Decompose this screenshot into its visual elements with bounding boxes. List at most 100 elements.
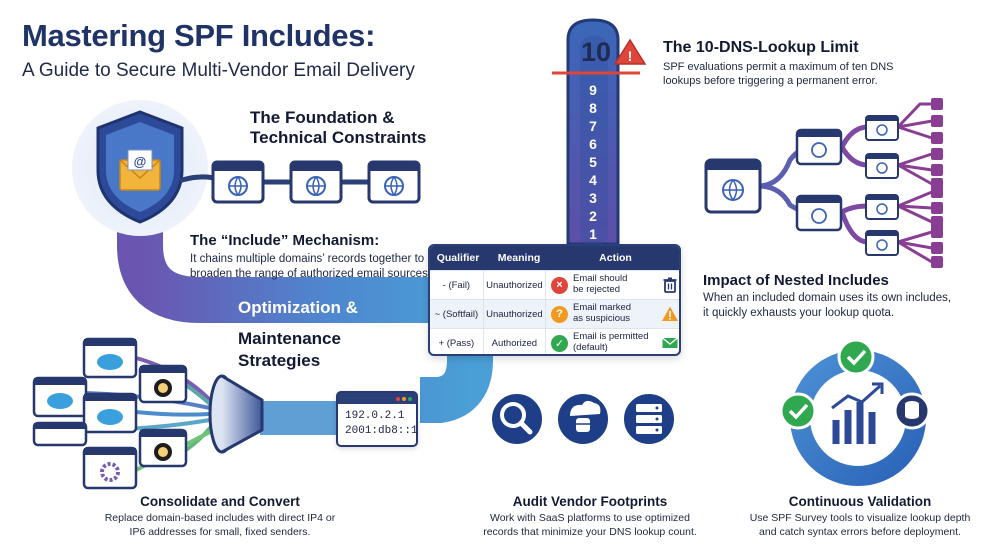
ip-card-titlebar [338,393,416,404]
question-icon: ? [551,305,568,323]
strategies-line2: Maintenance [238,329,341,348]
browser-window-1 [211,160,265,204]
column-header-meaning: Meaning [497,252,541,264]
funnel-icon [208,374,264,454]
qualifier-cell: + (Pass) [438,337,475,349]
include-desc-line1: It chains multiple domains’ records toge… [190,253,425,265]
tick-label: 5 [589,154,597,170]
action-line2: (default) [573,342,608,353]
trash-icon [663,277,677,293]
column-header-action: Action [599,252,632,264]
nested-level1-windows [795,128,843,232]
action-line1: Email marked [573,302,632,314]
validation-desc-line1: Use SPF Survey tools to visualize lookup… [749,512,971,524]
table-row: ~ (Softfail) Unauthorized ? Email marked… [430,299,679,328]
svg-text:!: ! [628,48,633,64]
include-desc-line2: broaden the range of authorized email so… [190,267,432,280]
nested-includes-desc: When an included domain uses its own inc… [703,291,951,321]
envelope-icon [662,337,678,348]
tick-label: 3 [589,190,597,206]
action-line1: Email is permitted [573,331,649,343]
consolidate-desc-line1: Replace domain-based includes with direc… [104,512,336,524]
column-header-qualifier: Qualifier [436,252,480,264]
consolidate-desc-line2: IP6 addresses for small, fixed senders. [129,525,311,538]
thermometer-scale: 9 8 7 6 5 4 3 2 1 [583,82,603,244]
foundation-heading-line1: The Foundation & [250,108,395,127]
ip-address-card: 192.0.2.1 2001:db8::1 [336,391,418,447]
warning-triangle-icon: ! [613,38,647,65]
audit-desc: Work with SaaS platforms to use optimize… [455,512,725,539]
foundation-heading-line2: Technical Constraints [250,128,427,148]
nested-desc-line1: When an included domain uses its own inc… [703,292,952,304]
page-title: Mastering SPF Includes: [22,18,376,53]
lookup-limit-title: The 10-DNS-Lookup Limit [663,39,859,56]
lookup-desc-line2: lookups before triggering a permanent er… [663,75,878,88]
audit-title: Audit Vendor Footprints [512,494,668,509]
meaning-cell: Unauthorized [482,271,545,299]
action-line2: be rejected [573,284,621,295]
audit-desc-line2: records that minimize your DNS lookup co… [483,525,697,538]
browser-window-3 [367,160,421,204]
action-line1: Email should [573,273,628,285]
lookup-limit-badge: 10 [581,37,612,67]
qualifier-cell: - (Fail) [442,279,471,291]
nested-root-window [704,158,762,214]
nested-desc-line2: it quickly exhausts your lookup quota. [703,306,895,319]
tick-label: 7 [589,118,597,134]
tick-label: 2 [589,208,597,224]
check-icon: ✓ [551,334,568,352]
meaning-cell: Authorized [482,329,545,354]
check-badge-left [779,392,817,430]
lookup-desc-line1: SPF evaluations permit a maximum of ten … [663,61,894,73]
tick-label: 1 [589,226,597,242]
table-row: + (Pass) Authorized ✓ Email is permitted… [430,328,679,354]
include-mechanism-desc: It chains multiple domains’ records toge… [190,252,431,282]
nested-level2-windows [865,115,899,256]
strategies-line3: Strategies [238,351,321,371]
lookup-limit-desc: SPF evaluations permit a maximum of ten … [663,60,893,89]
nested-includes-title: Impact of Nested Includes [703,272,889,289]
audit-desc-line1: Work with SaaS platforms to use optimize… [490,512,690,524]
strategies-label: Maintenance Strategies [238,328,341,372]
foundation-heading: The Foundation & Technical Constraints [250,108,426,149]
ipv6-address: 2001:db8::1 [345,425,418,438]
tick-label: 4 [589,172,597,188]
magnifier-icon [488,390,546,448]
reject-icon: × [551,276,568,294]
consolidate-desc: Replace domain-based includes with direc… [90,512,350,539]
qualifier-table: Qualifier Meaning Action - (Fail) Unauth… [428,244,681,356]
vendor-windows [32,337,188,490]
thermometer-icon [552,18,640,246]
action-cell: ✓ Email is permitted(default) [545,329,679,354]
nested-leaf-nodes [931,98,943,268]
ipv4-address: 192.0.2.1 [345,410,405,422]
validation-desc-line2: and catch syntax errors before deploymen… [759,525,961,538]
include-mechanism-title: The “Include” Mechanism: [190,232,380,249]
warning-icon [662,306,678,321]
tick-label: 6 [589,136,597,152]
action-line2: as suspicious [573,313,631,324]
svg-text:@: @ [134,154,147,169]
validation-desc: Use SPF Survey tools to visualize lookup… [725,512,995,539]
tick-label: 8 [589,100,597,116]
qualifier-cell: ~ (Softfail) [434,308,479,320]
cloud-database-icon [554,390,612,448]
page-subtitle: A Guide to Secure Multi-Vendor Email Del… [22,60,415,81]
nested-tree [755,102,934,264]
tick-label: 9 [589,82,597,98]
meaning-cell: Unauthorized [482,300,545,328]
database-badge [893,392,931,430]
browser-window-2 [289,160,343,204]
optimization-label: Optimization & [238,298,358,317]
server-icon [620,390,678,448]
consolidate-title: Consolidate and Convert [140,494,300,509]
check-badge-top [837,338,875,376]
table-header: Qualifier Meaning Action [430,246,679,270]
action-text: Email is permitted(default) [573,331,655,354]
